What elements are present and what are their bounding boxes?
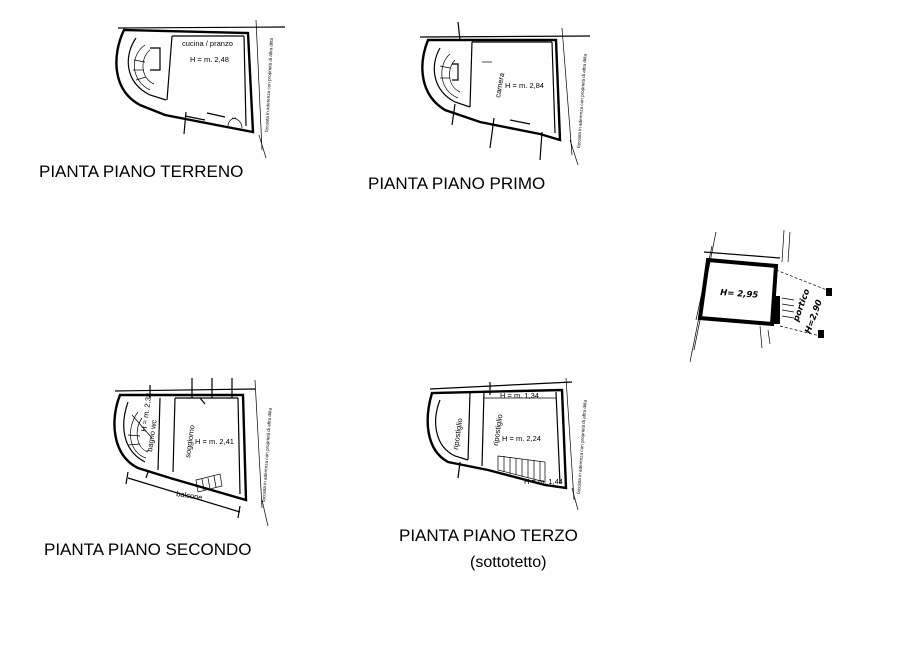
ground-room-label: cucina / pranzo xyxy=(182,39,233,48)
second-floor-plan: bagno wc H = m. 2,38 soggiorno H = m. 2,… xyxy=(113,378,273,527)
second-balcony-label: balcone xyxy=(176,489,203,502)
ground-height-label: H = m. 2,48 xyxy=(190,55,229,64)
ground-floor-caption: PIANTA PIANO TERRENO xyxy=(39,162,244,181)
second-neighbor-note: facciata in aderenza con proprietà di al… xyxy=(261,407,273,502)
second-bath-label: bagno wc xyxy=(145,419,158,452)
annex-height-label: H= 2,95 xyxy=(720,288,759,301)
second-floor-caption: PIANTA PIANO SECONDO xyxy=(44,540,252,559)
second-height-label: H = m. 2,41 xyxy=(195,437,234,446)
first-height-label: H = m. 2,84 xyxy=(505,81,544,90)
third-height-low: H = m. 1,44 xyxy=(524,477,563,486)
first-room-label: camera xyxy=(493,71,506,98)
first-floor-plan: camera H = m. 2,84 facciata in aderenza … xyxy=(419,21,591,166)
first-neighbor-note: facciata in aderenza con proprietà di al… xyxy=(576,53,588,148)
third-storage-a: ripostiglio xyxy=(451,418,464,451)
third-neighbor-note: facciata in aderenza con proprietà di al… xyxy=(576,399,588,494)
third-height-label: H = m. 2,24 xyxy=(502,434,541,443)
third-height-top: H = m. 1,34 xyxy=(500,391,539,400)
annex-plan: H= 2,95 portico H=2,90 xyxy=(689,229,833,363)
ground-neighbor-note: facciata in aderenza con proprietà di al… xyxy=(264,37,274,132)
third-floor-subcaption: (sottotetto) xyxy=(470,554,547,571)
third-storage-b: ripostiglio xyxy=(491,414,504,447)
third-floor-caption: PIANTA PIANO TERZO xyxy=(399,526,578,545)
ground-floor-plan: cucina / pranzo H = m. 2,48 facciata in … xyxy=(115,19,286,159)
first-floor-caption: PIANTA PIANO PRIMO xyxy=(368,174,546,193)
third-floor-plan: ripostiglio ripostiglio H = m. 1,34 H = … xyxy=(426,377,588,511)
